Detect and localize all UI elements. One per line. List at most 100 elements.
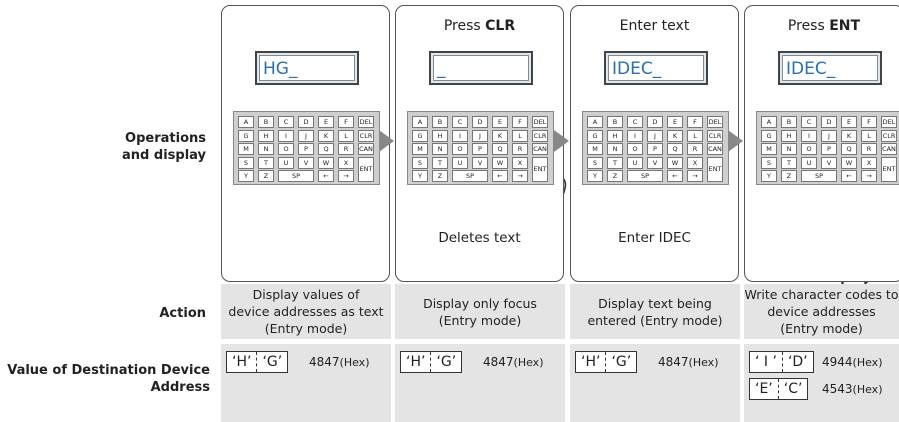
key-e[interactable]: E: [492, 116, 508, 128]
key-y[interactable]: Y: [761, 170, 777, 182]
key-z[interactable]: Z: [432, 170, 448, 182]
key-z[interactable]: Z: [781, 170, 797, 182]
key-ent[interactable]: ENT: [881, 156, 897, 182]
key-can[interactable]: CAN: [707, 143, 723, 155]
key-x[interactable]: X: [861, 156, 877, 169]
key-l[interactable]: L: [687, 129, 703, 142]
key-z[interactable]: Z: [258, 170, 274, 182]
key-u[interactable]: U: [452, 156, 468, 169]
key-can[interactable]: CAN: [358, 143, 374, 155]
key-f[interactable]: F: [861, 116, 877, 128]
key-o[interactable]: O: [452, 143, 468, 155]
key-c[interactable]: C: [452, 116, 468, 128]
key-h[interactable]: H: [781, 129, 797, 142]
key-i[interactable]: I: [627, 129, 643, 142]
key-r[interactable]: R: [338, 143, 354, 155]
key-w[interactable]: W: [318, 156, 334, 169]
key-→[interactable]: →: [861, 170, 877, 182]
key-q[interactable]: Q: [667, 143, 683, 155]
key-ent[interactable]: ENT: [358, 156, 374, 182]
key-s[interactable]: S: [412, 156, 428, 169]
key-clr[interactable]: CLR: [358, 129, 374, 142]
key-→[interactable]: →: [338, 170, 354, 182]
key-z[interactable]: Z: [607, 170, 623, 182]
key-can[interactable]: CAN: [881, 143, 897, 155]
key-w[interactable]: W: [667, 156, 683, 169]
key-s[interactable]: S: [761, 156, 777, 169]
key-del[interactable]: DEL: [532, 116, 548, 128]
key-g[interactable]: G: [761, 129, 777, 142]
key-j[interactable]: J: [647, 129, 663, 142]
key-n[interactable]: N: [781, 143, 797, 155]
key-x[interactable]: X: [687, 156, 703, 169]
key-s[interactable]: S: [238, 156, 254, 169]
key-p[interactable]: P: [647, 143, 663, 155]
key-clr[interactable]: CLR: [881, 129, 897, 142]
key-p[interactable]: P: [821, 143, 837, 155]
key-w[interactable]: W: [841, 156, 857, 169]
key-clr[interactable]: CLR: [707, 129, 723, 142]
key-n[interactable]: N: [258, 143, 274, 155]
key-j[interactable]: J: [472, 129, 488, 142]
key-t[interactable]: T: [607, 156, 623, 169]
key-d[interactable]: D: [472, 116, 488, 128]
key-c[interactable]: C: [627, 116, 643, 128]
key-sp[interactable]: SP: [452, 170, 488, 182]
key-←[interactable]: ←: [318, 170, 334, 182]
key-r[interactable]: R: [512, 143, 528, 155]
key-t[interactable]: T: [258, 156, 274, 169]
key-d[interactable]: D: [647, 116, 663, 128]
key-ent[interactable]: ENT: [532, 156, 548, 182]
key-w[interactable]: W: [492, 156, 508, 169]
key-y[interactable]: Y: [412, 170, 428, 182]
key-del[interactable]: DEL: [358, 116, 374, 128]
key-h[interactable]: H: [607, 129, 623, 142]
key-u[interactable]: U: [627, 156, 643, 169]
key-o[interactable]: O: [278, 143, 294, 155]
key-k[interactable]: K: [318, 129, 334, 142]
key-d[interactable]: D: [298, 116, 314, 128]
key-i[interactable]: I: [278, 129, 294, 142]
key-del[interactable]: DEL: [707, 116, 723, 128]
key-n[interactable]: N: [607, 143, 623, 155]
key-x[interactable]: X: [512, 156, 528, 169]
key-g[interactable]: G: [587, 129, 603, 142]
key-clr[interactable]: CLR: [532, 129, 548, 142]
key-n[interactable]: N: [432, 143, 448, 155]
key-k[interactable]: K: [667, 129, 683, 142]
key-sp[interactable]: SP: [278, 170, 314, 182]
key-m[interactable]: M: [587, 143, 603, 155]
key-c[interactable]: C: [278, 116, 294, 128]
key-b[interactable]: B: [781, 116, 797, 128]
key-m[interactable]: M: [238, 143, 254, 155]
key-q[interactable]: Q: [492, 143, 508, 155]
key-←[interactable]: ←: [841, 170, 857, 182]
key-c[interactable]: C: [801, 116, 817, 128]
key-u[interactable]: U: [278, 156, 294, 169]
key-b[interactable]: B: [432, 116, 448, 128]
key-v[interactable]: V: [298, 156, 314, 169]
key-t[interactable]: T: [781, 156, 797, 169]
key-f[interactable]: F: [338, 116, 354, 128]
key-p[interactable]: P: [472, 143, 488, 155]
key-q[interactable]: Q: [318, 143, 334, 155]
key-y[interactable]: Y: [587, 170, 603, 182]
key-d[interactable]: D: [821, 116, 837, 128]
key-h[interactable]: H: [432, 129, 448, 142]
key-v[interactable]: V: [647, 156, 663, 169]
key-a[interactable]: A: [238, 116, 254, 128]
key-a[interactable]: A: [587, 116, 603, 128]
key-←[interactable]: ←: [492, 170, 508, 182]
key-m[interactable]: M: [412, 143, 428, 155]
key-h[interactable]: H: [258, 129, 274, 142]
key-v[interactable]: V: [472, 156, 488, 169]
key-r[interactable]: R: [861, 143, 877, 155]
key-l[interactable]: L: [861, 129, 877, 142]
key-v[interactable]: V: [821, 156, 837, 169]
key-→[interactable]: →: [687, 170, 703, 182]
key-l[interactable]: L: [338, 129, 354, 142]
key-b[interactable]: B: [258, 116, 274, 128]
key-g[interactable]: G: [412, 129, 428, 142]
key-u[interactable]: U: [801, 156, 817, 169]
key-i[interactable]: I: [452, 129, 468, 142]
